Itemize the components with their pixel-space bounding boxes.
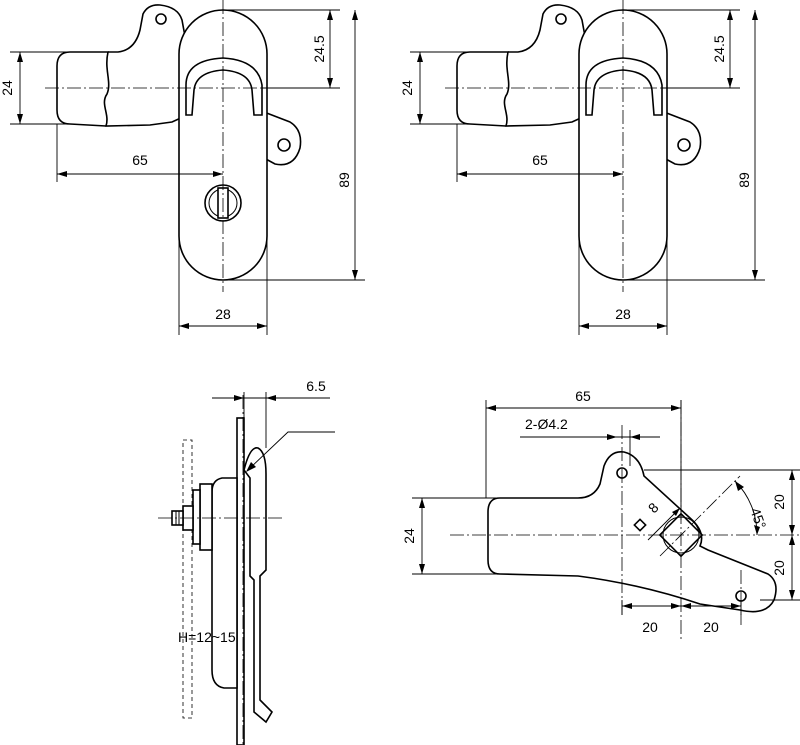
handle-lever xyxy=(56,51,184,127)
rear-dim-height: 24 xyxy=(401,528,417,544)
cam-outline xyxy=(487,450,777,613)
panel-washer xyxy=(192,489,201,545)
trigger-arch xyxy=(185,57,263,116)
rear-dim-right: 20 xyxy=(703,619,719,635)
panel-thickness: H=12~15 xyxy=(178,629,236,645)
front-view-with-lock: 24 65 24.5 89 28 xyxy=(0,0,365,335)
dim-length-2: 65 xyxy=(532,152,548,168)
dim-total-height-2: 89 xyxy=(736,172,752,188)
handle-neck xyxy=(108,4,187,60)
dim-top-offset-2: 24.5 xyxy=(711,35,727,62)
rear-dim-angle: 45° xyxy=(747,506,769,531)
dim-top-offset: 24.5 xyxy=(311,35,327,62)
mount-hole-bottom xyxy=(277,138,291,152)
rear-view: 65 2-Ø4.2 8 45° 24 20 20 xyxy=(401,388,800,640)
dim-length: 65 xyxy=(132,152,148,168)
mounting-panel xyxy=(182,439,193,719)
mount-hole-top xyxy=(155,13,167,25)
square-symbol xyxy=(633,518,647,532)
lever-profile xyxy=(243,447,274,724)
housing-body xyxy=(211,477,238,689)
dim-handle-height: 24 xyxy=(0,80,15,96)
rear-dim-length: 65 xyxy=(575,388,591,404)
front-view-no-lock: 24 65 24.5 89 28 xyxy=(399,0,765,335)
rear-dim-lower: 20 xyxy=(771,560,787,576)
side-view: 6.5 H=12~15 xyxy=(158,378,335,745)
rear-dim-holes: 2-Ø4.2 xyxy=(525,416,568,432)
housing-flange xyxy=(199,483,213,551)
dim-total-height: 89 xyxy=(336,172,352,188)
dim-width-2: 28 xyxy=(615,306,631,322)
dim-depth: 6.5 xyxy=(306,378,326,394)
dim-width: 28 xyxy=(215,306,231,322)
mount-ear xyxy=(263,111,302,166)
dim-handle-height-2: 24 xyxy=(399,80,415,96)
rear-dim-upper: 20 xyxy=(771,494,787,510)
rear-dim-left: 20 xyxy=(642,619,658,635)
